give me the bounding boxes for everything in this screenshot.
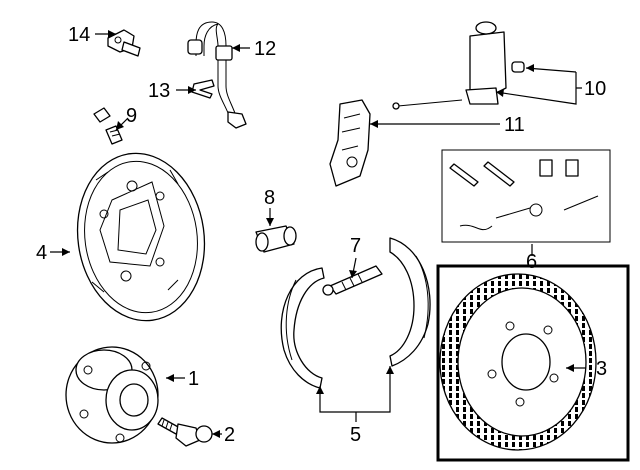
part-2-hub-bolt[interactable] — [157, 417, 213, 447]
callout-3: 3 — [596, 358, 607, 380]
part-1-hub-bearing[interactable] — [65, 346, 159, 444]
part-6-hardware-kit[interactable] — [441, 149, 611, 243]
leader-arrowheads — [62, 30, 574, 438]
callout-10: 10 — [584, 78, 606, 100]
callout-9: 9 — [126, 105, 137, 127]
part-13-hose-clip[interactable] — [191, 79, 215, 99]
callout-12: 12 — [254, 38, 276, 60]
callout-7: 7 — [350, 235, 361, 257]
part-10-parking-brake-actuator[interactable] — [392, 21, 525, 110]
callout-1: 1 — [188, 368, 199, 390]
part-5-brake-shoes[interactable] — [280, 237, 431, 389]
callout-4: 4 — [36, 242, 47, 264]
callout-6: 6 — [526, 251, 537, 273]
part-4-backing-plate[interactable] — [67, 145, 215, 329]
part-12-brake-hose[interactable] — [187, 21, 247, 129]
leader-lines — [50, 33, 586, 435]
callout-14: 14 — [68, 24, 90, 46]
callout-8: 8 — [264, 187, 275, 209]
part-8-wheel-cylinder[interactable] — [255, 225, 297, 253]
callout-2: 2 — [224, 424, 235, 446]
callout-13: 13 — [148, 80, 170, 102]
callout-11: 11 — [504, 114, 525, 136]
part-14-wheel-speed-sensor[interactable] — [107, 29, 141, 57]
highlight-box-part-3 — [436, 264, 630, 462]
callout-5: 5 — [350, 424, 361, 446]
part-9-bleeder-screw[interactable] — [93, 107, 123, 145]
part-11-parking-brake-lever[interactable] — [329, 99, 371, 187]
part-7-adjuster[interactable] — [322, 265, 383, 296]
part-3-brake-drum[interactable] — [439, 273, 597, 451]
